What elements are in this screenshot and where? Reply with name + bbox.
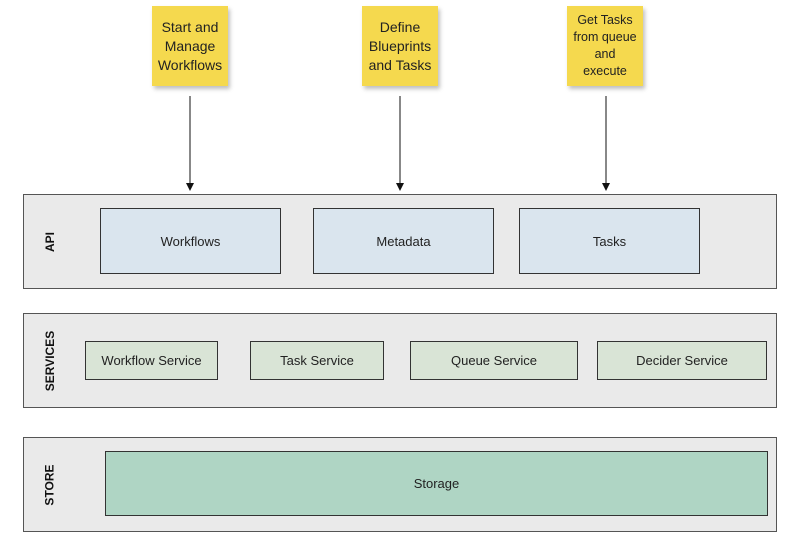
- workflows-box: Workflows: [100, 208, 281, 274]
- services-layer-label: SERVICES: [30, 314, 70, 407]
- sticky-note-tasks: Get Tasks from queue and execute: [567, 6, 643, 86]
- workflow-service-box: Workflow Service: [85, 341, 218, 380]
- store-layer-label-text: STORE: [43, 463, 57, 506]
- task-service-box: Task Service: [250, 341, 384, 380]
- sticky-note-workflows: Start and Manage Workflows: [152, 6, 228, 86]
- metadata-box: Metadata: [313, 208, 494, 274]
- api-layer-label-text: API: [42, 231, 57, 252]
- decider-service-box: Decider Service: [597, 341, 767, 380]
- sticky-note-blueprints: Define Blueprints and Tasks: [362, 6, 438, 86]
- store-layer-label: STORE: [30, 438, 70, 531]
- queue-service-box: Queue Service: [410, 341, 578, 380]
- tasks-box: Tasks: [519, 208, 700, 274]
- api-layer-label: API: [30, 195, 70, 288]
- services-layer-label-text: SERVICES: [43, 330, 57, 391]
- storage-box: Storage: [105, 451, 768, 516]
